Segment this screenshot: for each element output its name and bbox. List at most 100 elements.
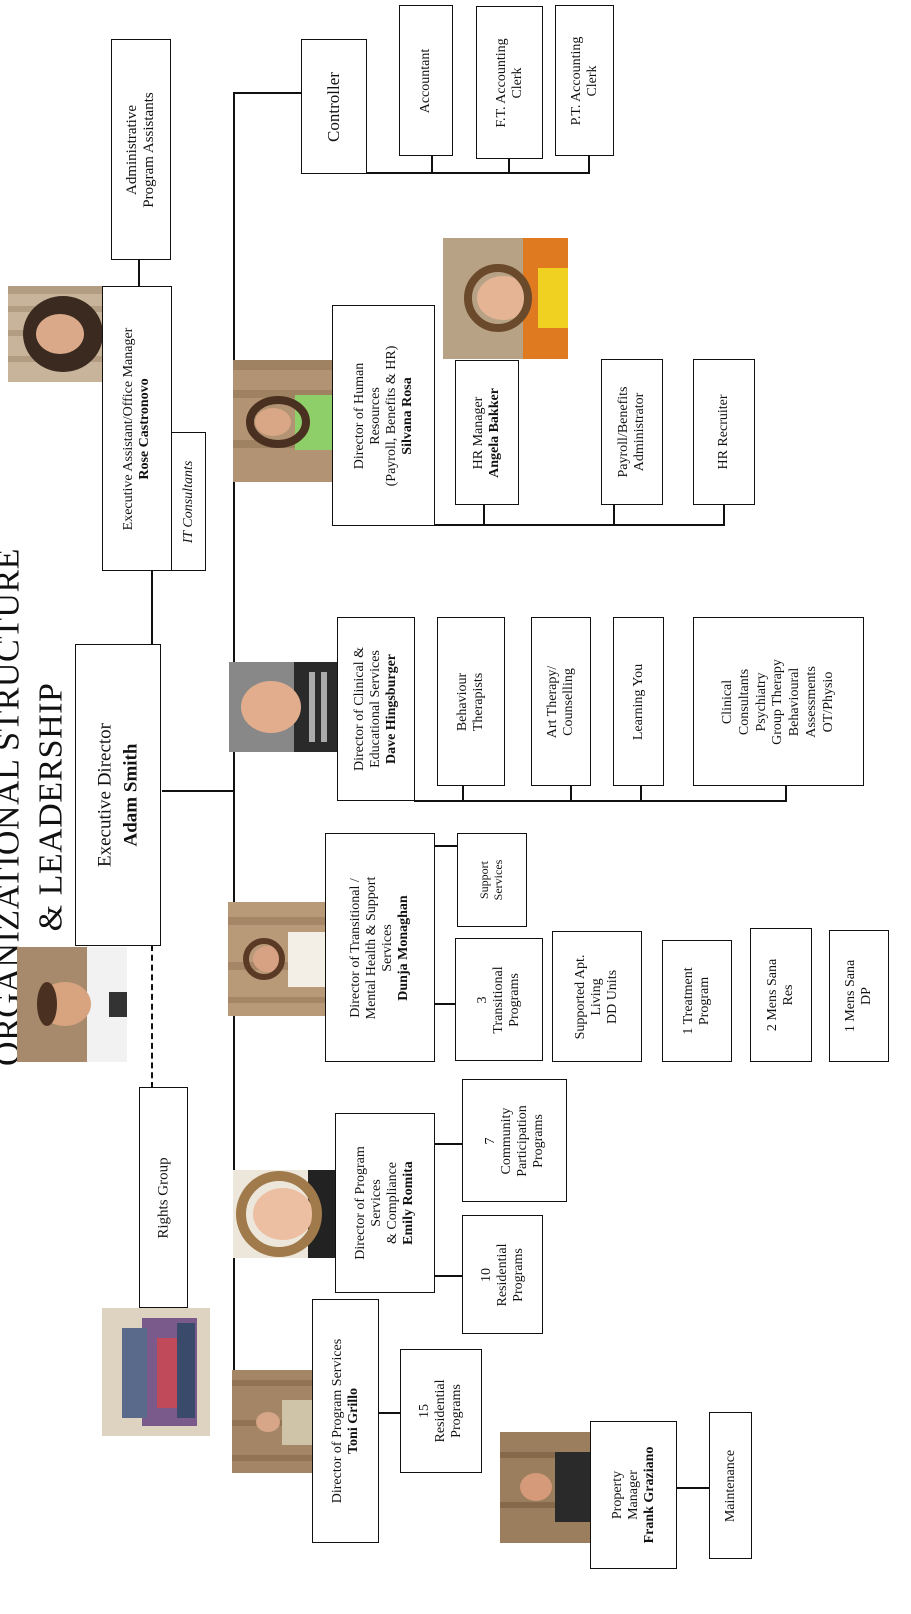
program-services-name: Toni Grillo [345, 1387, 361, 1455]
services-to-15-programs [378, 1412, 400, 1414]
hr-stub-1 [483, 504, 485, 526]
rose-photo-svg [8, 286, 105, 382]
clinical-director-name: Dave Hingsburger [384, 653, 400, 765]
supported-apt-box: Supported Apt. Living DD Units [552, 931, 642, 1062]
rights-photo-svg [102, 1308, 210, 1436]
mens-sana-res-box: 2 Mens Sana Res [750, 928, 812, 1062]
hr-director-box: Director of Human Resources (Payroll, Be… [332, 305, 435, 526]
hr-stub-3 [723, 504, 725, 526]
mens-sana-res-line-2: Res [781, 984, 796, 1006]
behaviour-line-1: Behaviour [454, 672, 470, 731]
clinical-role-line-2: Educational Services [367, 650, 383, 768]
controller-box: Controller [301, 39, 367, 174]
program-services-role: Director of Program Services [329, 1338, 345, 1504]
maintenance-box: Maintenance [709, 1412, 752, 1559]
angela-bakker-photo [443, 238, 568, 359]
dunja-photo-svg [228, 902, 326, 1016]
emily-photo-svg [233, 1170, 343, 1258]
hr-manager-role: HR Manager [470, 396, 486, 469]
dunja-monaghan-photo [228, 902, 326, 1016]
clinical-bus [414, 800, 786, 802]
transitional-programs-line-2: Transitional [490, 965, 506, 1034]
transitional-programs-line-1: 3 [474, 996, 490, 1003]
rose-castronovo-photo [8, 286, 105, 382]
hr-manager-name: Angela Bakker [487, 387, 502, 478]
property-role-line-2: Manager [625, 1470, 641, 1520]
program-services-box: Director of Program Services Toni Grillo [312, 1299, 379, 1543]
compliance-role-line-2: Services [368, 1179, 384, 1227]
dave-photo-svg [229, 662, 339, 752]
exec-to-assistant [151, 570, 153, 645]
dave-hingsburger-photo [229, 662, 339, 752]
payroll-benefits-box: Payroll/Benefits Administrator [601, 359, 663, 505]
compliance-role-line-1: Director of Program [352, 1146, 368, 1260]
hr-stub-2 [613, 504, 615, 526]
pt-clerk-line-1: P.T. Accounting [568, 36, 584, 125]
behaviour-line-2: Therapists [471, 672, 486, 731]
controller-stub-3 [588, 155, 590, 174]
hr-role-line-3: (Payroll, Benefits & HR) [383, 345, 399, 486]
frank-graziano-photo [500, 1432, 590, 1543]
silvana-photo-svg [233, 360, 336, 482]
rights-group-photo [102, 1308, 210, 1436]
mens-sana-dp-box: 1 Mens Sana DP [829, 930, 889, 1062]
support-services-box: Support Services [457, 833, 527, 927]
emily-romita-photo [233, 1170, 343, 1258]
transitional-role-line-3: Services [380, 923, 395, 972]
clinical-stub-3 [640, 786, 642, 802]
toni-photo-svg [232, 1370, 318, 1473]
consultants-line-5: Behavioural [786, 667, 802, 736]
learning-you-label: Learning You [630, 663, 646, 740]
residential-15-line-3: Programs [449, 1384, 465, 1438]
it-consultants-box: IT Consultants [171, 432, 206, 571]
hr-recruiter-box: HR Recruiter [693, 359, 755, 505]
transitional-programs-line-3: Programs [507, 972, 523, 1027]
assistant-role: Executive Assistant/Office Manager [120, 327, 136, 530]
transitional-role-line-1: Director of Transitional / [347, 877, 363, 1018]
clinical-consultants-box: Clinical Consultants Psychiatry Group Th… [693, 617, 864, 786]
hr-director-name: Silvana Rosa [399, 376, 415, 455]
executive-director-role: Executive Director [94, 722, 116, 868]
community-line-4: Programs [530, 1113, 546, 1168]
residential-15-line-1: 15 [416, 1404, 432, 1418]
hr-recruiter-label: HR Recruiter [715, 394, 731, 470]
consultants-line-2: Consultants [736, 668, 752, 735]
consultants-line-4: Group Therapy [770, 658, 786, 745]
exec-to-rights-dashed [151, 945, 153, 1088]
adam-smith-photo [17, 947, 127, 1062]
assistant-name: Rose Castronovo [137, 377, 152, 480]
ft-accounting-clerk-box: F.T. Accounting Clerk [476, 6, 543, 159]
executive-director-box: Executive Director Adam Smith [75, 644, 161, 946]
clinical-stub-2 [570, 786, 572, 802]
it-consultants-label: IT Consultants [180, 460, 196, 543]
treatment-line-1: 1 Treatment [680, 967, 696, 1035]
silvana-rosa-photo [233, 360, 336, 482]
payroll-line-1: Payroll/Benefits [615, 386, 631, 478]
community-line-2: Community [498, 1107, 514, 1174]
mens-sana-dp-line-2: DP [859, 987, 874, 1005]
controller-stub-1 [431, 155, 433, 174]
support-services-line-2: Services [491, 859, 505, 901]
transitional-director-name: Dunja Monaghan [396, 894, 412, 1001]
art-therapy-line-2: Counselling [561, 667, 576, 736]
property-manager-name: Frank Graziano [641, 1446, 657, 1544]
maintenance-label: Maintenance [722, 1449, 738, 1522]
community-programs-box: 7 Community Participation Programs [462, 1079, 567, 1202]
mens-sana-res-line-1: 2 Mens Sana [764, 958, 780, 1032]
residential-10-line-1: 10 [478, 1267, 494, 1282]
mens-sana-dp-line-1: 1 Mens Sana [842, 959, 858, 1033]
admin-assistants-line-1: Administrative [123, 104, 140, 195]
residential-10-line-3: Programs [510, 1247, 526, 1302]
consultants-line-3: Psychiatry [753, 671, 769, 732]
support-services-line-1: Support [477, 861, 492, 900]
compliance-role-line-3: & Compliance [385, 1161, 400, 1245]
controller-label: Controller [324, 71, 344, 142]
supported-apt-line-3: DD Units [605, 969, 621, 1024]
pt-accounting-clerk-box: P.T. Accounting Clerk [555, 5, 614, 156]
behaviour-therapists-box: Behaviour Therapists [437, 617, 505, 786]
executive-assistant-box: Executive Assistant/Office Manager Rose … [102, 286, 172, 571]
community-line-3: Participation [514, 1104, 530, 1177]
pt-clerk-line-2: Clerk [584, 64, 600, 97]
community-line-1: 7 [482, 1137, 498, 1145]
hr-role-line-1: Director of Human [351, 362, 367, 469]
